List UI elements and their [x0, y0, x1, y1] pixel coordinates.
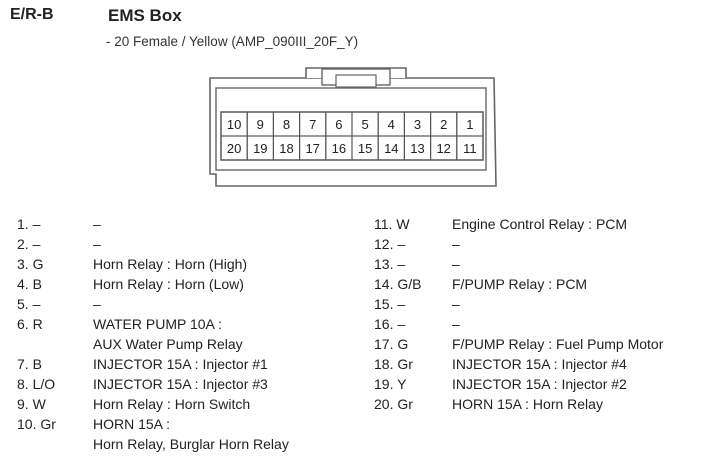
connector-subtitle: - 20 Female / Yellow (AMP_090III_20F_Y): [106, 34, 359, 49]
pin-number: 14: [384, 141, 398, 156]
pin-number: 4: [388, 117, 395, 132]
pin-label: 17. G: [374, 336, 409, 352]
pin-label: 15. –: [374, 296, 406, 312]
pin-description: –: [452, 296, 460, 312]
pin-row-continuation: AUX Water Pump Relay: [17, 334, 357, 354]
pin-description: –: [452, 316, 460, 332]
pin-number: 8: [283, 117, 290, 132]
pin-label: 14. G/B: [374, 276, 422, 292]
connector-lock-inner: [335, 74, 377, 88]
pin-number: 16: [332, 141, 346, 156]
pin-number: 10: [227, 117, 241, 132]
pin-number: 12: [436, 141, 450, 156]
pin-description: INJECTOR 15A : Injector #1: [93, 356, 268, 372]
pin-label: 10. Gr: [17, 416, 56, 432]
pin-row: 9. W Horn Relay : Horn Switch: [17, 394, 357, 414]
pin-number: 19: [253, 141, 267, 156]
pin-number: 5: [361, 117, 368, 132]
pin-number: 11: [463, 141, 477, 156]
pin-description: HORN 15A : Horn Relay: [452, 396, 603, 412]
pin-label: 4. B: [17, 276, 42, 292]
pin-number: 15: [358, 141, 372, 156]
pin-description: –: [452, 256, 460, 272]
pin-row: 11. W Engine Control Relay : PCM: [374, 214, 699, 234]
pin-label: 19. Y: [374, 376, 407, 392]
pin-description: INJECTOR 15A : Injector #3: [93, 376, 268, 392]
pin-label: 9. W: [17, 396, 46, 412]
pin-description: –: [93, 216, 101, 232]
pin-description: AUX Water Pump Relay: [93, 336, 243, 352]
pin-description: Horn Relay : Horn Switch: [93, 396, 251, 412]
pin-row: 19. Y INJECTOR 15A : Injector #2: [374, 374, 699, 394]
pin-row: 4. B Horn Relay : Horn (Low): [17, 274, 357, 294]
pin-description: Horn Relay, Burglar Horn Relay: [93, 436, 289, 452]
pin-description: HORN 15A :: [93, 416, 171, 432]
pin-description: Engine Control Relay : PCM: [452, 216, 628, 232]
connector-code: E/R-B: [10, 6, 54, 23]
pin-description: INJECTOR 15A : Injector #2: [452, 376, 627, 392]
pin-number: 20: [227, 141, 241, 156]
pin-row: 12. – –: [374, 234, 699, 254]
pin-label: 11. W: [374, 216, 410, 232]
pin-row: 16. – –: [374, 314, 699, 334]
pin-row: 17. G F/PUMP Relay : Fuel Pump Motor: [374, 334, 699, 354]
pin-label: 12. –: [374, 236, 406, 252]
pin-label: 7. B: [17, 356, 42, 372]
pin-cavity: [456, 135, 484, 161]
pin-label: 5. –: [17, 296, 41, 312]
pin-list-left: 1. – – 2. – – 3. G Horn Relay : Horn (High) 4.…: [17, 214, 357, 454]
pin-number: 18: [279, 141, 293, 156]
pin-row: 14. G/B F/PUMP Relay : PCM: [374, 274, 699, 294]
pin-row: 8. L/O INJECTOR 15A : Injector #3: [17, 374, 357, 394]
pin-description: F/PUMP Relay : PCM: [452, 276, 588, 292]
pin-label: 3. G: [17, 256, 44, 272]
pin-description: WATER PUMP 10A :: [93, 316, 222, 332]
pin-label: 6. R: [17, 316, 43, 332]
pin-description: –: [452, 236, 460, 252]
pin-row: 2. – –: [17, 234, 357, 254]
pin-label: 20. Gr: [374, 396, 413, 412]
pin-label: 8. L/O: [17, 376, 56, 392]
pin-number: 2: [440, 117, 447, 132]
pin-description: INJECTOR 15A : Injector #4: [452, 356, 627, 372]
pin-row: 6. R WATER PUMP 10A :: [17, 314, 357, 334]
pin-number: 17: [305, 141, 319, 156]
pin-label: 16. –: [374, 316, 406, 332]
pin-number: 9: [257, 117, 264, 132]
pin-description: –: [93, 236, 101, 252]
pin-description: Horn Relay : Horn (High): [93, 256, 248, 272]
pin-number: 7: [309, 117, 316, 132]
pin-description: Horn Relay : Horn (Low): [93, 276, 244, 292]
pin-row: 7. B INJECTOR 15A : Injector #1: [17, 354, 357, 374]
pin-row: 10. Gr HORN 15A :: [17, 414, 357, 434]
pin-row-continuation: Horn Relay, Burglar Horn Relay: [17, 434, 357, 454]
connector-title: EMS Box: [108, 6, 182, 25]
pin-row: 5. – –: [17, 294, 357, 314]
pin-number: 3: [414, 117, 421, 132]
pin-number: 1: [466, 117, 473, 132]
pin-label: 13. –: [374, 256, 406, 272]
pin-label: 1. –: [17, 216, 41, 232]
pin-number: 13: [410, 141, 424, 156]
pin-row: 3. G Horn Relay : Horn (High): [17, 254, 357, 274]
pin-row: 20. Gr HORN 15A : Horn Relay: [374, 394, 699, 414]
pin-number: 6: [335, 117, 342, 132]
pin-description: –: [93, 296, 101, 312]
pin-row: 18. Gr INJECTOR 15A : Injector #4: [374, 354, 699, 374]
pin-label: 18. Gr: [374, 356, 413, 372]
pin-row: 15. – –: [374, 294, 699, 314]
pin-description: F/PUMP Relay : Fuel Pump Motor: [452, 336, 664, 352]
pin-row: 1. – –: [17, 214, 357, 234]
pin-label: 2. –: [17, 236, 41, 252]
pin-row: 13. – –: [374, 254, 699, 274]
